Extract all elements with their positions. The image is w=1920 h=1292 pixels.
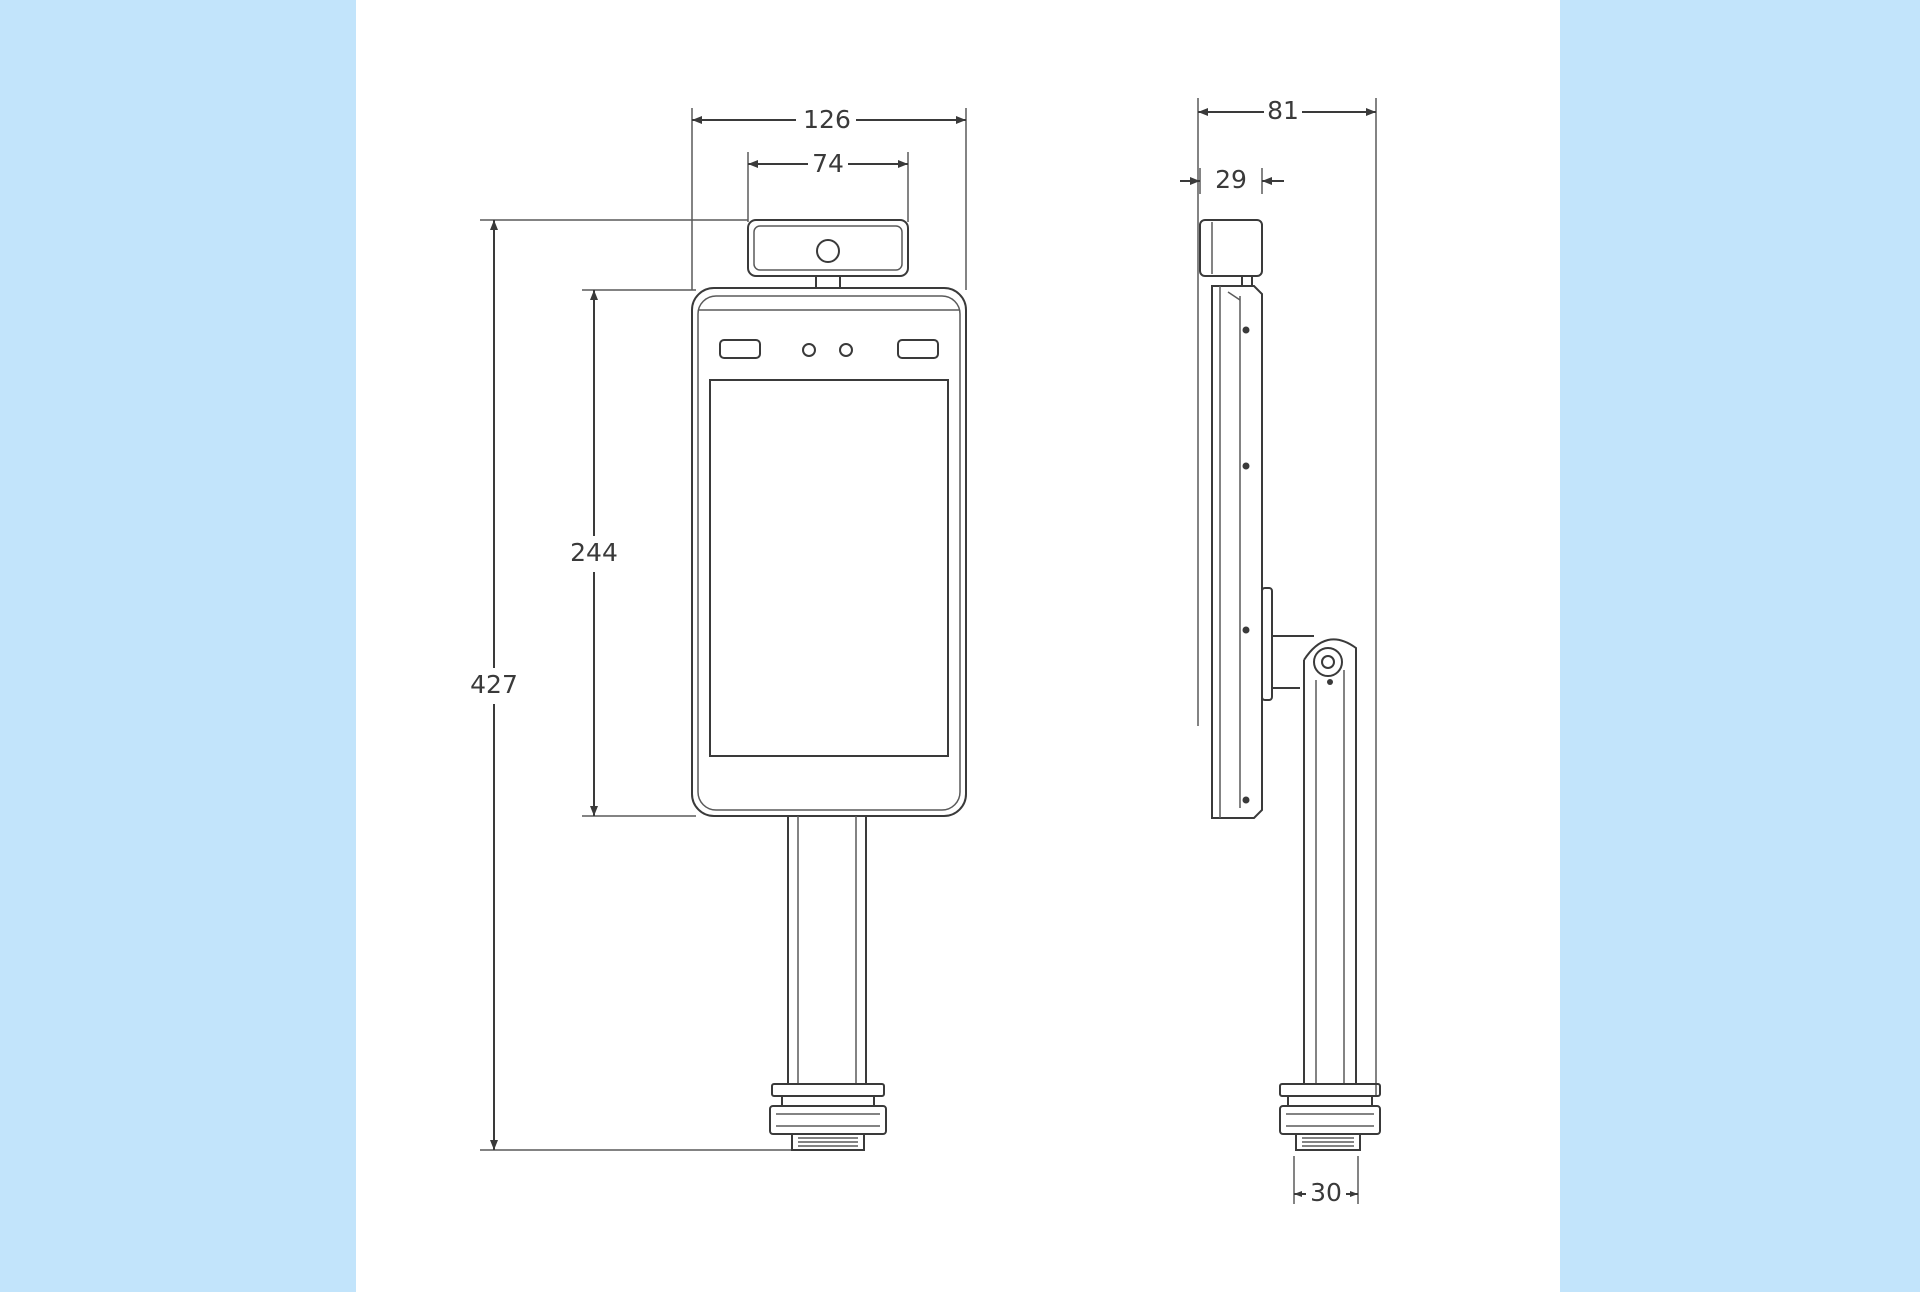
camera-module <box>747 219 909 289</box>
ir-sensor-right <box>897 339 939 359</box>
dim-camera-depth: 29 <box>1180 165 1284 194</box>
base-mount-side <box>1279 1083 1381 1151</box>
dim-total-depth-label: 81 <box>1267 96 1299 125</box>
base-mount-front <box>769 1083 887 1151</box>
dim-panel-height: 244 <box>570 289 696 817</box>
ir-sensor-left <box>719 339 761 359</box>
drawing-sheet: 126 74 <box>356 0 1560 1292</box>
dim-camera-width-label: 74 <box>812 149 844 178</box>
side-view: 81 29 <box>1180 96 1381 1207</box>
terminal-panel <box>691 287 967 817</box>
mount-bracket <box>1261 587 1273 701</box>
stand-pole-front <box>787 816 867 1084</box>
dim-total-height-label: 427 <box>470 670 518 699</box>
dim-base-width: 30 <box>1293 1156 1359 1207</box>
display-screen <box>709 379 949 757</box>
dim-camera-width: 74 <box>747 149 909 222</box>
dim-base-width-label: 30 <box>1310 1178 1342 1207</box>
camera-module-side <box>1199 219 1263 287</box>
dim-total-width: 126 <box>691 105 967 290</box>
stand-pole-side <box>1303 638 1357 1084</box>
camera-lens <box>816 239 840 263</box>
pivot-knob <box>1313 647 1343 677</box>
technical-drawing: 126 74 <box>470 96 1381 1207</box>
dim-total-height: 427 <box>470 219 792 1151</box>
front-view: 126 74 <box>470 105 967 1151</box>
dim-total-width-label: 126 <box>803 105 851 134</box>
terminal-panel-side <box>1211 285 1314 819</box>
dim-camera-depth-label: 29 <box>1215 165 1247 194</box>
dim-total-depth: 81 <box>1197 96 1377 1096</box>
dim-panel-height-label: 244 <box>570 538 618 567</box>
sensor-dot-left <box>802 343 816 357</box>
sensor-dot-right <box>839 343 853 357</box>
